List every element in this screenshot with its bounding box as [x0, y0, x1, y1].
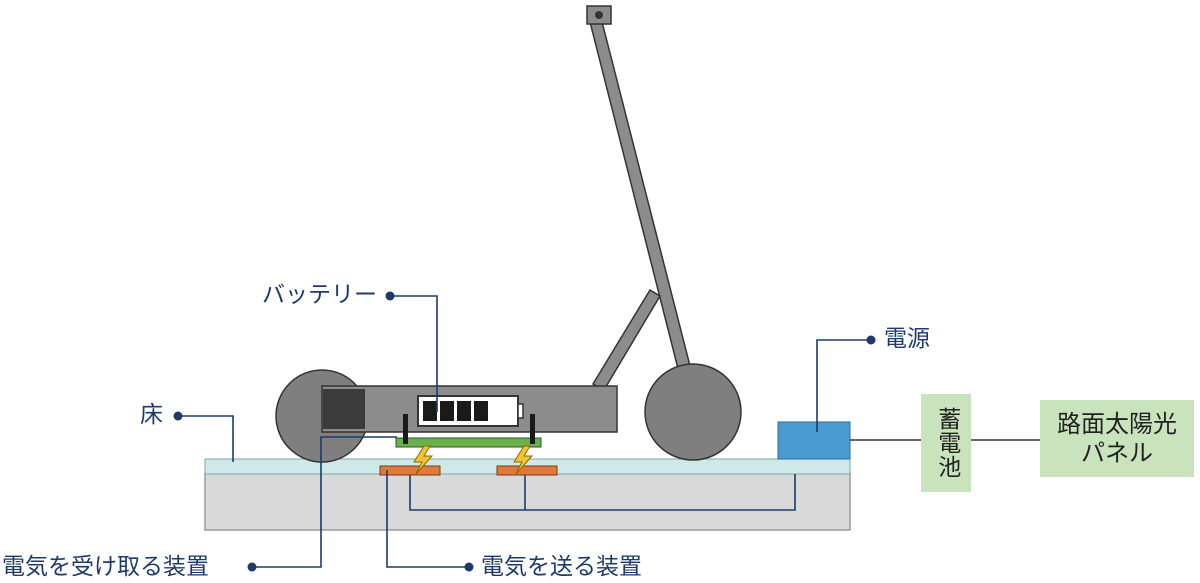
label-power-source: 電源	[884, 326, 930, 352]
solar-panel-label-line1: 路面太陽光	[1057, 409, 1177, 438]
leader-dot	[866, 335, 876, 345]
leader-dot	[247, 562, 257, 572]
leader-battery	[390, 295, 438, 412]
leader-receiver	[252, 436, 397, 568]
power-source-block	[777, 421, 851, 460]
solar-panel-label-line2: パネル	[1081, 438, 1153, 467]
solar-panel-box: 路面太陽光 パネル	[1040, 400, 1194, 477]
leader-dot	[464, 562, 474, 572]
scooter-brace	[591, 288, 662, 392]
battery-cell	[440, 401, 454, 421]
leader-dot	[385, 291, 395, 301]
scooter-stem	[587, 13, 701, 409]
battery-cell	[457, 401, 471, 421]
battery-cell	[474, 401, 488, 421]
scooter-rear-fender	[323, 389, 365, 429]
label-receiver: 電気を受け取る装置	[2, 554, 209, 580]
battery-terminal	[517, 403, 524, 419]
scooter-front-wheel	[644, 363, 742, 461]
label-battery: バッテリー	[262, 282, 377, 308]
label-floor: 床	[140, 402, 163, 428]
scooter-handle-knob	[595, 11, 603, 19]
leader-power	[816, 339, 871, 432]
transmitter-pad-right	[496, 465, 558, 476]
receiver-post-right	[530, 414, 535, 444]
lightning-icon	[413, 445, 434, 475]
lightning-icon	[513, 445, 534, 475]
label-transmitter: 電気を送る装置	[481, 554, 642, 580]
receiver-post-left	[403, 414, 408, 444]
battery-cell	[423, 401, 437, 421]
leader-transmitter	[386, 470, 469, 568]
floor-wiring	[409, 474, 796, 511]
transmitter-pad-left	[379, 465, 441, 476]
leader-dot	[173, 411, 183, 421]
receiver-plate	[395, 437, 542, 448]
leader-floor	[178, 415, 234, 462]
floor-base	[204, 471, 851, 531]
storage-battery-box: 蓄電池	[921, 394, 971, 492]
leader-lines	[178, 295, 871, 568]
